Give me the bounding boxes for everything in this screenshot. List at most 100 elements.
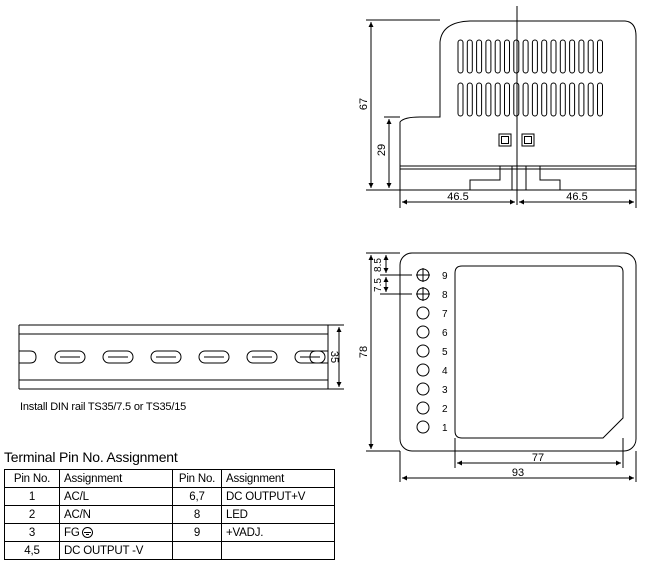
header-assignment-2: Assignment bbox=[221, 469, 335, 488]
top-housing-outline bbox=[399, 252, 637, 452]
dim-side-lower-height: 29 bbox=[376, 144, 388, 156]
rail-slots bbox=[19, 350, 328, 364]
vent-slot bbox=[485, 39, 492, 74]
terminal-7 bbox=[416, 306, 430, 320]
side-view bbox=[366, 6, 637, 208]
vent-slot bbox=[597, 39, 603, 74]
table-cell-fg: FG bbox=[59, 523, 173, 542]
vent-slot bbox=[569, 82, 576, 117]
vent-slot bbox=[466, 39, 473, 74]
table-cell: AC/N bbox=[59, 505, 173, 524]
vent-slot bbox=[457, 39, 464, 74]
terminal-6 bbox=[416, 325, 430, 339]
vent-slot bbox=[569, 39, 576, 74]
header-pin-no-2: Pin No. bbox=[172, 469, 222, 488]
dim-top-inner-width: 77 bbox=[532, 452, 544, 464]
vent-slot bbox=[578, 82, 585, 117]
terminal-circles bbox=[416, 268, 430, 434]
vent-slot bbox=[597, 82, 603, 117]
rail-slot bbox=[150, 350, 182, 364]
pin-label: 4 bbox=[442, 366, 448, 377]
table-cell: 9 bbox=[172, 523, 222, 542]
rail-slot bbox=[102, 350, 134, 364]
dim-top-pitch-2: 7.5 bbox=[373, 278, 384, 292]
terminal-window-right bbox=[521, 133, 535, 147]
table-cell: AC/L bbox=[59, 487, 173, 506]
table-header-row: Pin No. Assignment Pin No. Assignment bbox=[4, 469, 335, 488]
vent-slot bbox=[522, 39, 529, 74]
vent-slot bbox=[541, 39, 548, 74]
table-cell: DC OUTPUT+V bbox=[221, 487, 335, 506]
side-housing-outline bbox=[399, 20, 637, 191]
vent-slot bbox=[476, 39, 483, 74]
pin-label: 7 bbox=[442, 309, 448, 320]
top-view bbox=[366, 252, 637, 482]
rail-slot bbox=[294, 350, 326, 364]
rail-slot-half bbox=[19, 350, 37, 364]
vent-slot bbox=[504, 82, 510, 117]
vent-slot bbox=[513, 39, 520, 74]
header-pin-no-1: Pin No. bbox=[4, 469, 60, 488]
dim-side-half-right: 46.5 bbox=[566, 191, 587, 203]
dim-rail-height: 35 bbox=[328, 351, 340, 363]
header-assignment-1: Assignment bbox=[59, 469, 173, 488]
pin-label: 1 bbox=[442, 423, 448, 434]
vent-slots bbox=[457, 39, 603, 117]
terminal-5 bbox=[416, 344, 430, 358]
pin-assignment-table: Pin No. Assignment Pin No. Assignment 1 … bbox=[4, 469, 335, 560]
vent-slot bbox=[531, 82, 538, 117]
dim-top-pitch-1: 8.5 bbox=[373, 258, 384, 272]
vent-slot bbox=[587, 82, 594, 117]
rail-caption: Install DIN rail TS35/7.5 or TS35/15 bbox=[20, 401, 187, 413]
vent-slot bbox=[504, 39, 510, 74]
vent-slot bbox=[513, 82, 520, 117]
rail-slot bbox=[198, 350, 230, 364]
table-cell bbox=[172, 541, 222, 560]
rail-slot bbox=[246, 350, 278, 364]
table-cell: 6,7 bbox=[172, 487, 222, 506]
table-cell: DC OUTPUT -V bbox=[59, 541, 173, 560]
dim-top-width: 93 bbox=[512, 467, 524, 479]
vent-slot bbox=[550, 82, 557, 117]
table-cell: 4,5 bbox=[4, 541, 60, 560]
dim-side-half-left: 46.5 bbox=[447, 191, 468, 203]
vent-slot bbox=[587, 39, 594, 74]
table-cell: 3 bbox=[4, 523, 60, 542]
vent-slot bbox=[559, 82, 566, 117]
vent-slot bbox=[531, 39, 538, 74]
vent-slot bbox=[541, 82, 548, 117]
fg-label: FG bbox=[64, 526, 80, 539]
top-inner-panel bbox=[454, 265, 624, 439]
pin-label: 9 bbox=[442, 271, 448, 282]
table-cell: 8 bbox=[172, 505, 222, 524]
pin-label: 3 bbox=[442, 385, 448, 396]
table-cell: +VADJ. bbox=[221, 523, 335, 542]
vent-slot bbox=[550, 39, 557, 74]
table-cell: 2 bbox=[4, 505, 60, 524]
pin-label: 2 bbox=[442, 404, 448, 415]
vent-slot bbox=[466, 82, 473, 117]
din-clip bbox=[469, 166, 561, 190]
vent-slot bbox=[494, 82, 501, 117]
terminal-2 bbox=[416, 401, 430, 415]
vent-slot bbox=[559, 39, 566, 74]
dim-side-height: 67 bbox=[358, 98, 370, 110]
table-row: 2 AC/N 8 LED bbox=[4, 505, 335, 524]
rail-slot bbox=[54, 350, 86, 364]
table-row: 4,5 DC OUTPUT -V bbox=[4, 541, 335, 560]
pin-label: 8 bbox=[442, 290, 448, 301]
table-row: 1 AC/L 6,7 DC OUTPUT+V bbox=[4, 487, 335, 506]
vent-slot bbox=[457, 82, 464, 117]
din-rail bbox=[18, 324, 344, 390]
terminal-4 bbox=[416, 363, 430, 377]
vent-slot bbox=[485, 82, 492, 117]
vent-slot bbox=[522, 82, 529, 117]
pin-label: 6 bbox=[442, 328, 448, 339]
vent-slot bbox=[578, 39, 585, 74]
ground-symbol-icon bbox=[81, 526, 93, 538]
terminal-3 bbox=[416, 382, 430, 396]
table-row: 3 FG 9 +VADJ. bbox=[4, 523, 335, 542]
table-title: Terminal Pin No. Assignment bbox=[4, 449, 178, 465]
vent-slot bbox=[476, 82, 483, 117]
